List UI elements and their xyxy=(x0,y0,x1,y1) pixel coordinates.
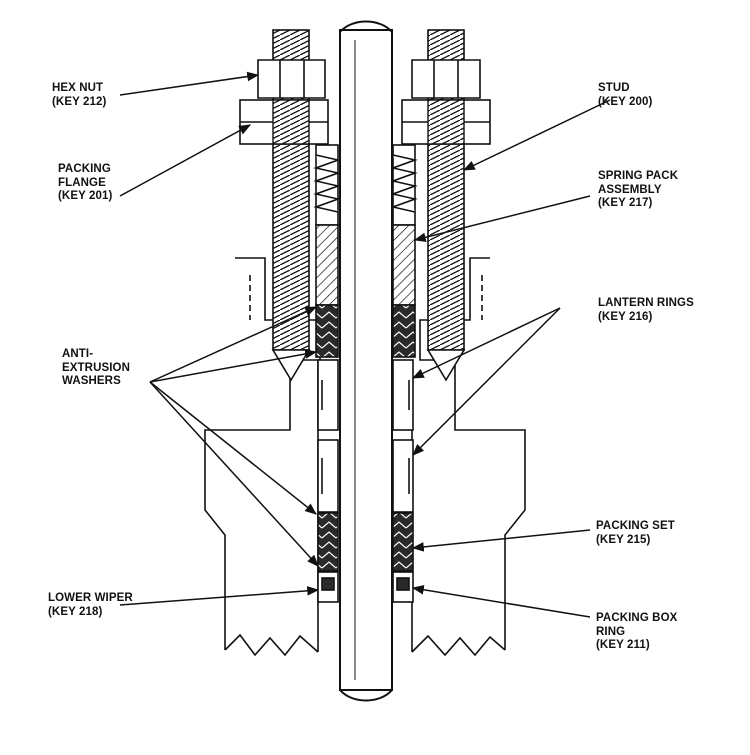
label-stud: STUD(KEY 200) xyxy=(598,82,653,108)
label-packing-set: PACKING SET(KEY 215) xyxy=(596,520,675,546)
spring-pack-right xyxy=(390,144,418,226)
hex-nut-left xyxy=(257,59,326,99)
label-lantern-rings: LANTERN RINGS(KEY 216) xyxy=(598,297,694,323)
valve-stem xyxy=(339,20,393,702)
spring-pack-left xyxy=(313,144,341,226)
label-hex-nut: HEX NUT(KEY 212) xyxy=(52,82,107,108)
hex-nut-right xyxy=(411,59,481,99)
label-lower-wiper: LOWER WIPER(KEY 218) xyxy=(48,592,133,618)
